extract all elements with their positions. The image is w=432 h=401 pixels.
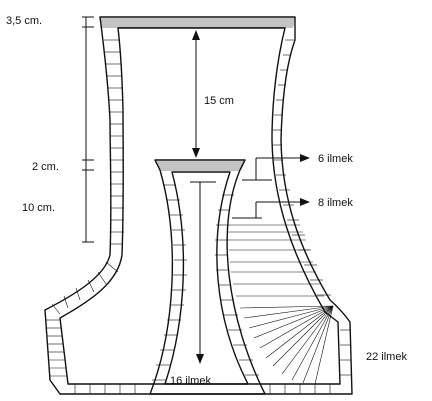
gusset-top-ribbing: [157, 161, 244, 171]
gusset-inner: [164, 171, 249, 385]
inner-gusset: [149, 159, 266, 395]
label-mid-band: 2 cm.: [32, 161, 59, 173]
callout-6-arrow: [242, 154, 310, 181]
callout-8-arrow: [232, 198, 310, 219]
lower-stitch-arrow: [190, 181, 216, 364]
label-stitches-6: 6 ilmek: [318, 153, 353, 165]
left-dimension-line: [82, 16, 94, 243]
short-row-fan: [228, 224, 334, 385]
top-ribbing: [100, 18, 295, 28]
gusset-outer: [149, 159, 266, 395]
left-edge-ribbing: [51, 39, 124, 315]
bottom-left-ribbing: [46, 319, 67, 377]
bottom-edge-ribbing: [74, 384, 331, 394]
label-top-band: 3,5 cm.: [6, 15, 42, 27]
label-lower-section: 10 cm.: [22, 202, 55, 214]
label-stitches-16: 16 ilmek: [170, 375, 211, 387]
gusset-right-ribbing: [215, 194, 259, 376]
gusset-left-ribbing: [152, 184, 187, 381]
label-stitches-8: 8 ilmek: [318, 197, 353, 209]
upper-height-arrow: [192, 30, 200, 158]
left-piece-outer: [44, 16, 353, 395]
left-piece-inner: [59, 27, 341, 385]
label-upper-height: 15 cm: [204, 95, 234, 107]
left-piece: [44, 16, 353, 395]
label-stitches-22: 22 ilmek: [366, 351, 407, 363]
